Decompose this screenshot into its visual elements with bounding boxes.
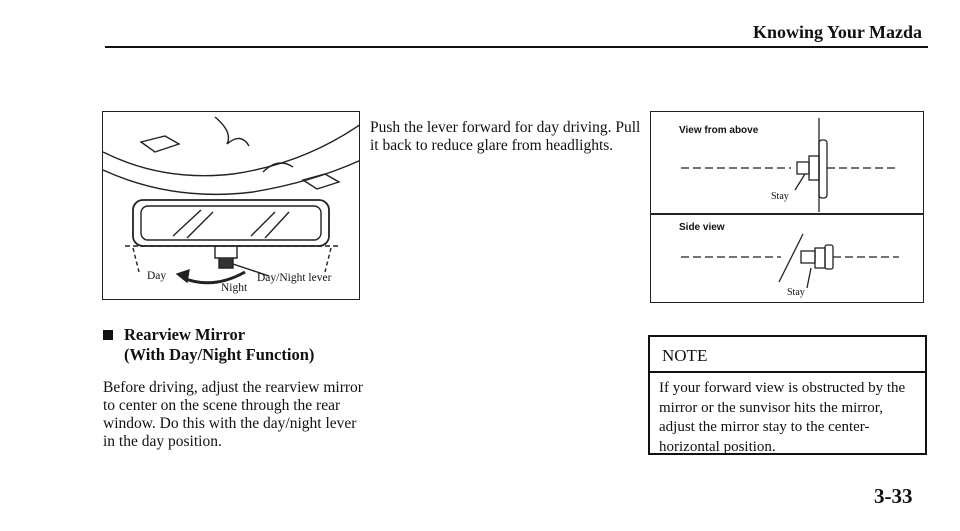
rearview-mirror-body-text: Before driving, adjust the rearview mirr… [103,379,363,450]
day-label: Day [147,270,167,282]
mirror-drawing [103,116,359,285]
night-label: Night [221,282,248,294]
section-heading-title: Rearview Mirror [124,325,246,344]
lever-instruction-text: Push the lever forward for day driving. … [370,119,641,154]
note-text: If your forward view is obstructed by th… [659,380,906,455]
page-header-title: Knowing Your Mazda [752,22,922,42]
view-from-above-label: View from above [679,125,759,136]
section-bullet [103,330,113,340]
day-night-lever-label: Day/Night lever [257,272,332,284]
bottom-stay-label: Stay [787,287,805,298]
mirror-stay-views: View from above Stay Side view Stay [650,111,924,303]
top-stay-label: Stay [771,191,789,202]
note-rule [650,371,925,373]
side-view-label: Side view [679,222,725,233]
mirror-stay-drawing [681,118,899,289]
page-number: 3-33 [874,484,913,508]
note-box: NOTE If your forward view is obstructed … [648,335,927,455]
mirror-illustration: Day Day/Night lever Night [102,111,360,300]
note-title: NOTE [662,346,708,365]
view-divider [651,213,923,215]
section-heading-subtitle: (With Day/Night Function) [124,345,315,364]
header-rule [105,46,928,48]
